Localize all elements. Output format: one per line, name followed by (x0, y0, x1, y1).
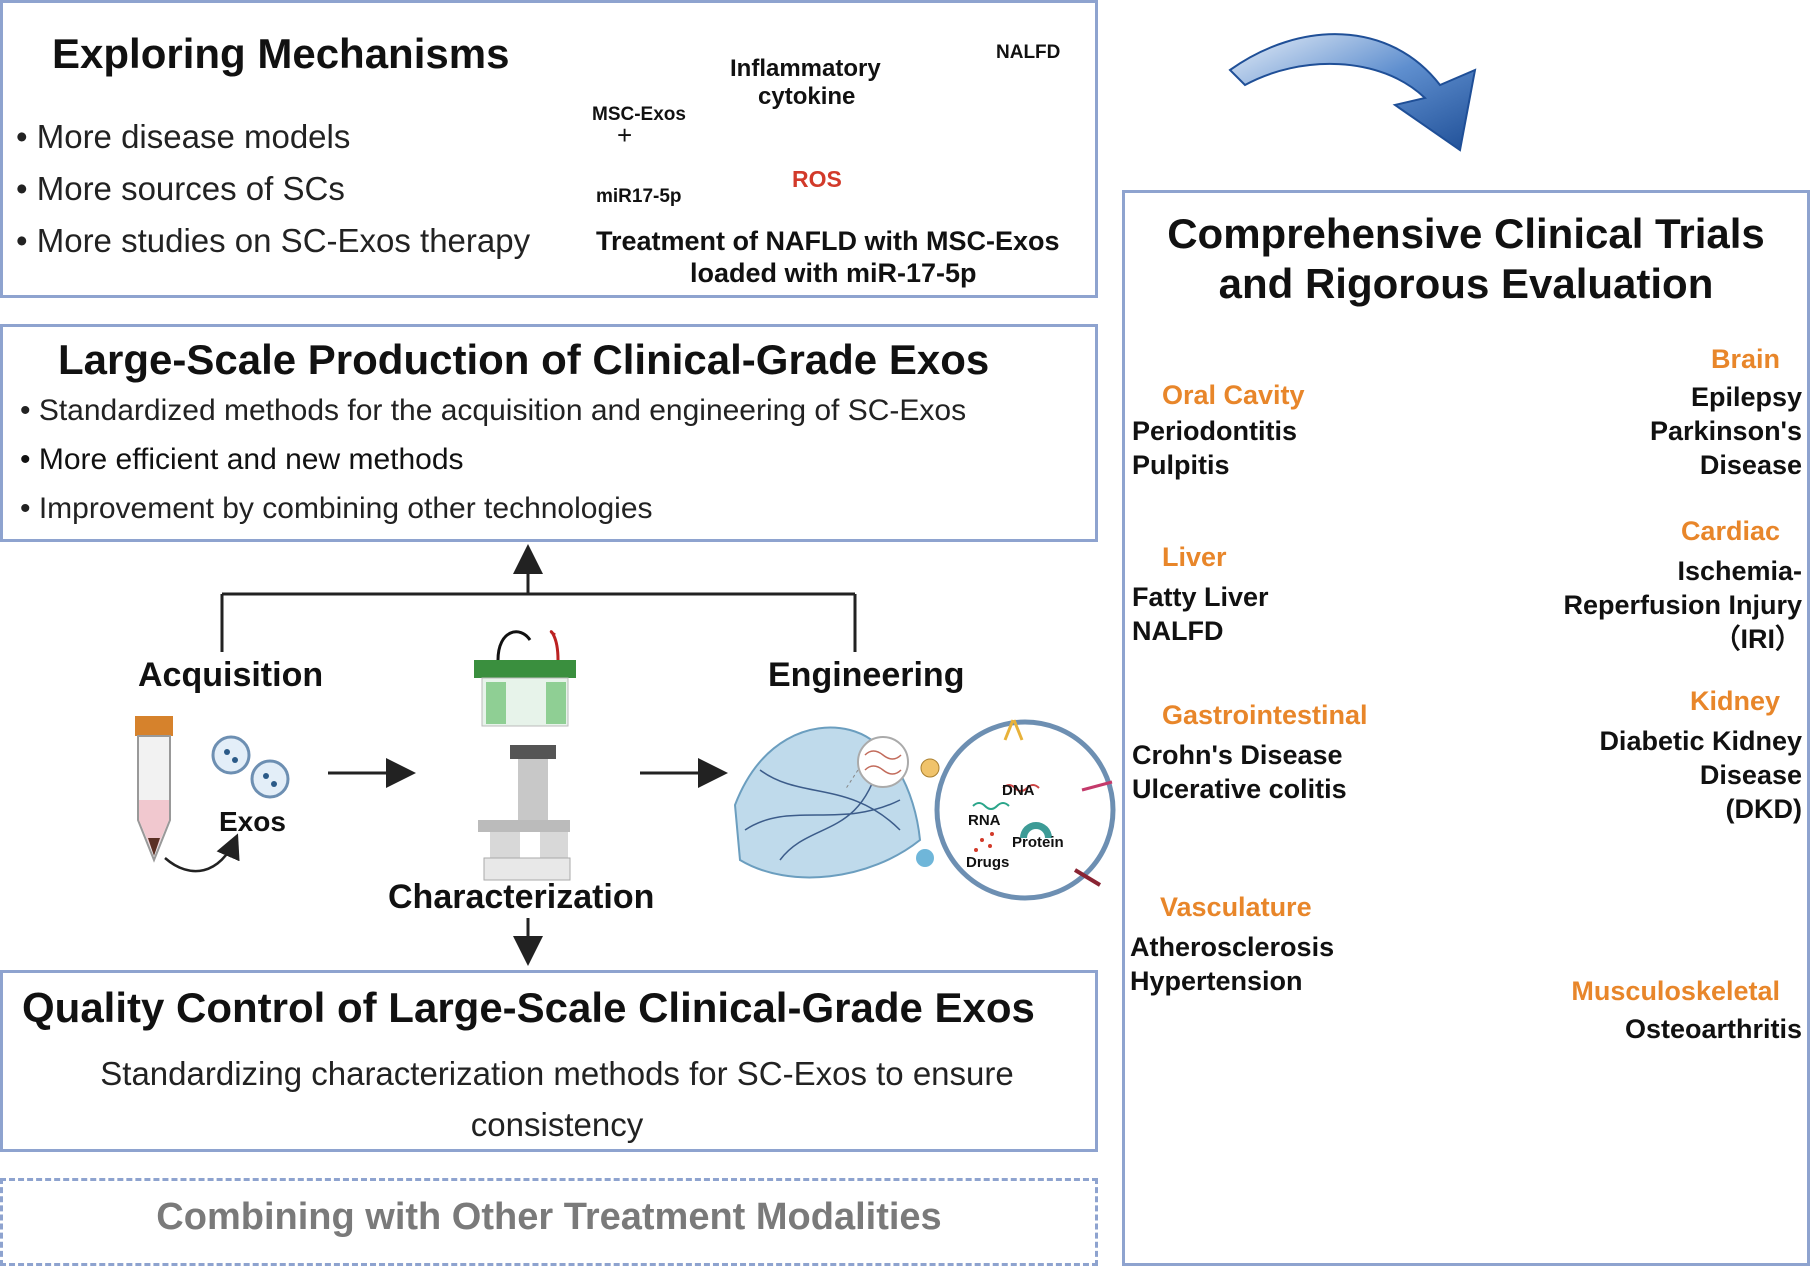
inflammatory-label: Inflammatory (730, 55, 881, 82)
exploring-title: Exploring Mechanisms (52, 30, 510, 77)
cytokine-label: cytokine (758, 83, 856, 110)
gi-disease-2: Ulcerative colitis (1132, 774, 1347, 804)
exploring-bullet-3: • More studies on SC-Exos therapy (16, 222, 531, 259)
kidney-disease-2: Disease (1699, 760, 1802, 790)
kidney-diseases: Diabetic Kidney Disease (DKD) (1560, 724, 1802, 826)
production-bullet-1: • Standardized methods for the acquisiti… (20, 394, 967, 427)
liver-disease-1: Fatty Liver (1132, 582, 1269, 612)
cardiac-diseases: Ischemia- Reperfusion Injury （IRI） (1540, 554, 1802, 656)
protein-label: Protein (1012, 834, 1064, 851)
mir-label: miR17-5p (596, 186, 682, 207)
brain-diseases: Epilepsy Parkinson's Disease (1560, 380, 1802, 482)
production-title: Large-Scale Production of Clinical-Grade… (58, 336, 990, 383)
engineered-exosome-icon (916, 719, 1116, 901)
kidney-disease-1: Diabetic Kidney (1599, 726, 1802, 756)
electrophoresis-icon (474, 630, 576, 727)
clinical-trials-box (1122, 190, 1810, 1266)
liver-disease-2: NALFD (1132, 616, 1224, 646)
centrifuge-tube-icon (135, 716, 173, 863)
brain-disease-1: Epilepsy (1690, 382, 1802, 412)
brain-disease-2: Parkinson's (1650, 416, 1802, 446)
organ-oral-cavity: Oral Cavity (1162, 380, 1305, 410)
characterization-label: Characterization (388, 878, 655, 916)
quality-line-2: consistency (470, 1106, 644, 1143)
ros-label: ROS (792, 166, 842, 192)
production-box (0, 324, 1098, 542)
curved-arrow-icon (1228, 33, 1477, 152)
drugs-label: Drugs (966, 854, 1010, 871)
nalfd-label: NALFD (996, 42, 1061, 63)
hydrogel-icon (733, 726, 922, 879)
quality-control-box (0, 970, 1098, 1152)
clinical-title-line2: and Rigorous Evaluation (1218, 260, 1714, 307)
cardiac-disease-1: Ischemia- (1677, 556, 1802, 586)
combining-title: Combining with Other Treatment Modalitie… (156, 1196, 942, 1238)
nafld-caption-line1: Treatment of NAFLD with MSC-Exos (596, 226, 1060, 256)
exploring-mechanisms-box (0, 0, 1098, 298)
musculo-disease-1: Osteoarthritis (1624, 1014, 1802, 1044)
gi-disease-1: Crohn's Disease (1132, 740, 1343, 770)
exos-icon (211, 735, 290, 799)
clinical-title-line1: Comprehensive Clinical Trials (1167, 210, 1765, 257)
exploring-bullet-1: • More disease models (16, 118, 351, 155)
cardiac-disease-2: Reperfusion Injury (1563, 590, 1802, 620)
organ-gastrointestinal: Gastrointestinal (1162, 700, 1368, 730)
cardiac-disease-3: （IRI） (1713, 624, 1802, 654)
organ-brain: Brain (1710, 344, 1780, 374)
workflow-connectors (220, 544, 857, 966)
combining-box (0, 1178, 1098, 1266)
exploring-bullet-2: • More sources of SCs (16, 170, 345, 207)
liver-diseases: Fatty Liver NALFD (1132, 580, 1269, 648)
oral-disease-1: Periodontitis (1132, 416, 1298, 446)
oral-diseases: Periodontitis Pulpitis (1132, 414, 1297, 482)
organ-cardiac: Cardiac (1680, 516, 1780, 546)
vasculature-disease-1: Atherosclerosis (1130, 932, 1335, 962)
kidney-disease-3: (DKD) (1725, 794, 1802, 824)
oral-disease-2: Pulpitis (1132, 450, 1230, 480)
production-bullet-2: • More efficient and new methods (20, 443, 464, 476)
organ-musculoskeletal: Musculoskeletal (1571, 976, 1780, 1006)
vasculature-disease-2: Hypertension (1130, 966, 1303, 996)
organ-vasculature: Vasculature (1160, 892, 1312, 922)
organ-liver: Liver (1162, 542, 1227, 572)
organ-kidney: Kidney (1689, 686, 1780, 716)
gi-diseases: Crohn's Disease Ulcerative colitis (1132, 738, 1347, 806)
nafld-caption-line2: loaded with miR-17-5p (690, 258, 977, 288)
dna-label: DNA (1002, 782, 1035, 799)
engineering-label: Engineering (768, 656, 965, 694)
production-bullet-3: • Improvement by combining other technol… (20, 492, 653, 525)
quality-title: Quality Control of Large-Scale Clinical-… (22, 984, 1035, 1031)
exos-label: Exos (219, 806, 286, 837)
vasculature-diseases: Atherosclerosis Hypertension (1130, 930, 1334, 998)
rna-label: RNA (968, 812, 1001, 829)
plus-sign: + (617, 120, 633, 150)
msc-exos-label: MSC-Exos (592, 104, 686, 125)
microscope-icon (478, 745, 571, 881)
musculo-diseases: Osteoarthritis (1540, 1012, 1802, 1046)
quality-line-1: Standardizing characterization methods f… (100, 1055, 1014, 1092)
acquisition-label: Acquisition (138, 656, 324, 694)
brain-disease-3: Disease (1699, 450, 1802, 480)
